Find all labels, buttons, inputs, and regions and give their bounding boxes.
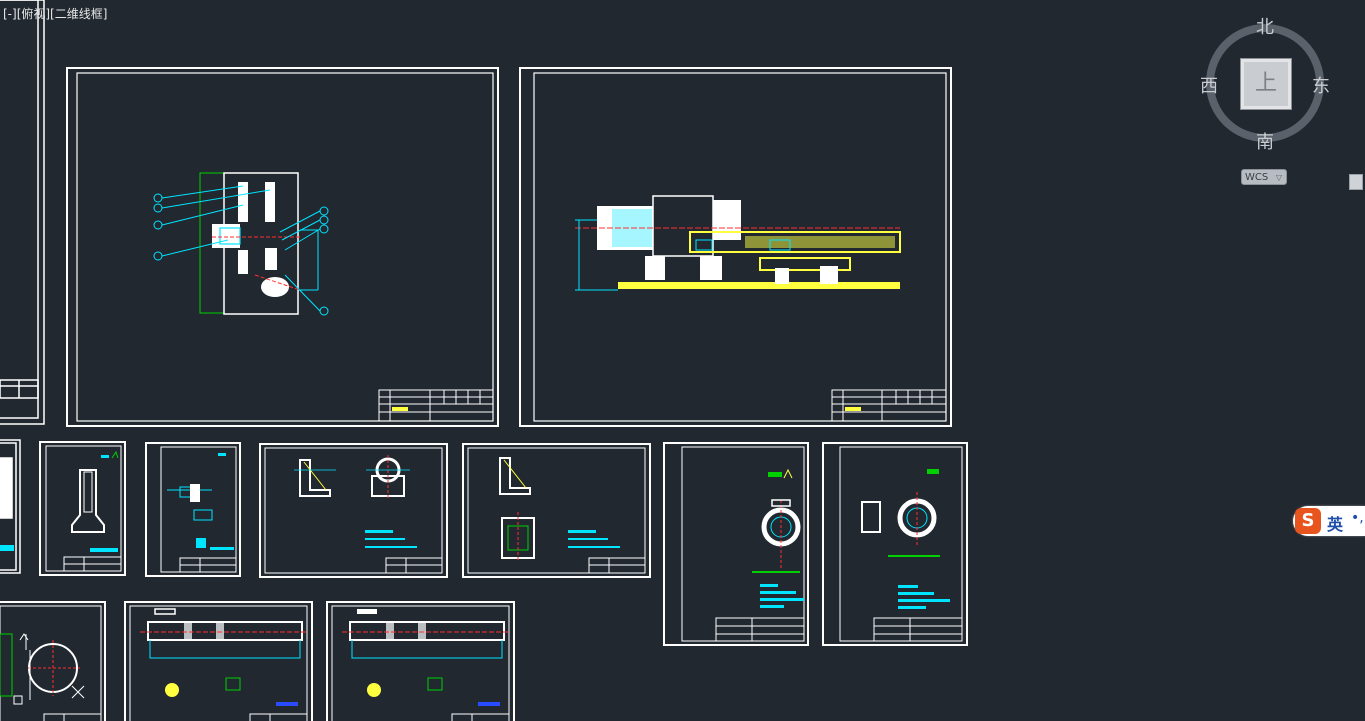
view-cube-face-label: 上 <box>1254 71 1277 96</box>
sheet-small-left-partial[interactable] <box>0 439 21 574</box>
sheet-part-lever[interactable] <box>145 442 241 577</box>
sheet-part-gear-2[interactable] <box>822 442 968 646</box>
ime-language-toggle[interactable]: 英 <box>1327 515 1344 534</box>
ime-logo-icon[interactable]: S <box>1295 508 1321 534</box>
view-cube-compass-ring[interactable] <box>1206 24 1324 142</box>
sheet-part-bracket[interactable] <box>39 441 126 576</box>
sheet-part-bearing-seat-1[interactable] <box>259 443 448 578</box>
compass-west[interactable]: 西 <box>1200 76 1218 97</box>
compass-north[interactable]: 北 <box>1256 17 1274 38</box>
sheet-part-shaft-2[interactable] <box>326 601 515 721</box>
compass-south[interactable]: 南 <box>1256 132 1274 153</box>
ucs-menu-label: WCS <box>1245 172 1269 183</box>
sheet-assembly-side[interactable] <box>519 67 952 427</box>
ime-toolbar[interactable]: S 英 •, <box>1293 506 1365 536</box>
sheet-part-bearing-seat-2[interactable] <box>462 443 651 578</box>
view-cube[interactable]: 上 北 南 西 东 <box>1198 16 1332 153</box>
ime-punctuation-toggle[interactable]: •, <box>1351 510 1364 526</box>
vertical-scrollbar-thumb[interactable] <box>1349 174 1363 190</box>
sheet-part-flange[interactable] <box>0 601 106 721</box>
viewport-controls-label[interactable]: [-][俯视][二维线框] <box>3 7 108 21</box>
sheet-partial-left <box>0 0 45 425</box>
chevron-down-icon: ▽ <box>1275 173 1282 182</box>
sheet-part-gear-1[interactable] <box>663 442 809 646</box>
ucs-menu-button[interactable]: WCS ▽ <box>1241 169 1287 185</box>
view-cube-face[interactable]: 上 <box>1240 58 1292 110</box>
compass-east[interactable]: 东 <box>1312 76 1330 97</box>
sheet-part-shaft-1[interactable] <box>124 601 313 721</box>
sheet-assembly-top[interactable] <box>66 67 499 427</box>
